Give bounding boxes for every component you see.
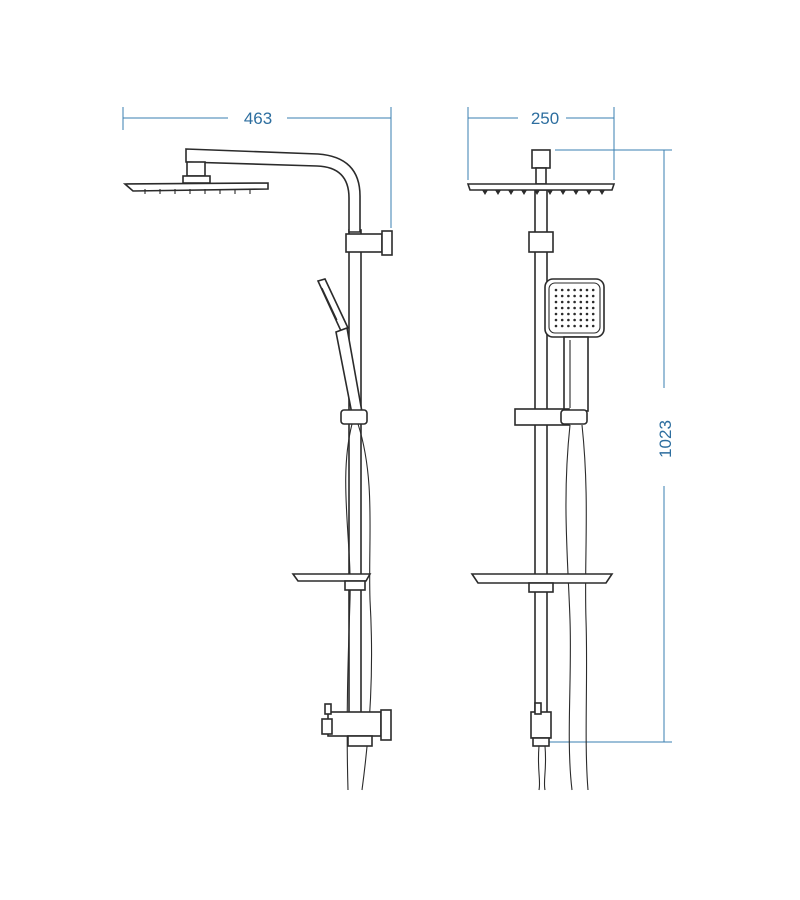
nozzle-dot	[560, 300, 564, 304]
nozzle-dot	[554, 318, 558, 322]
nozzle-dot	[573, 312, 576, 316]
diverter-knob-side	[321, 718, 333, 735]
riser-pipe-front	[534, 189, 548, 743]
nozzle-dot	[567, 300, 570, 304]
nozzle-dot	[591, 324, 595, 328]
nozzle-dot	[554, 294, 558, 298]
head-neck-front	[535, 167, 547, 185]
wall-plate-lower	[380, 709, 392, 741]
nozzle-dot	[560, 288, 564, 292]
nozzle-dot	[567, 324, 570, 328]
nozzle-dot	[573, 318, 576, 322]
slider-holder-side	[340, 409, 368, 425]
nozzle-dot	[560, 318, 564, 322]
nozzle-dot	[591, 288, 595, 292]
dimension-height: 1023	[548, 149, 675, 743]
nozzle-dot	[591, 312, 595, 316]
nozzle-dot	[554, 300, 558, 304]
hose-outlet-side	[347, 735, 373, 747]
nozzle-dot	[554, 288, 558, 292]
diverter-knob-front	[534, 702, 542, 715]
hand-shower-nozzles	[554, 288, 595, 328]
nozzle-dot	[567, 288, 570, 292]
dimension-side-width: 463	[122, 107, 392, 228]
nozzle-dot	[560, 306, 564, 310]
head-base	[182, 175, 211, 184]
height-label: 1023	[656, 420, 675, 458]
nozzle-dot	[567, 312, 570, 316]
nozzle-dot	[591, 306, 595, 310]
diverter-stem-side	[324, 703, 332, 715]
nozzle-dot	[567, 318, 570, 322]
upper-wall-bracket	[345, 233, 383, 253]
nozzle-dot	[554, 312, 558, 316]
diverter-body-front	[530, 711, 552, 739]
nozzle-dot	[585, 288, 589, 292]
nozzle-dot	[585, 306, 589, 310]
shower-head-plate-side	[122, 182, 269, 192]
diverter-body-side	[327, 711, 382, 737]
nozzle-dot	[554, 306, 558, 310]
wall-plate-upper	[381, 230, 393, 256]
hose-front-right	[581, 424, 589, 791]
nozzle-dot	[554, 324, 558, 328]
hose-front-left	[565, 424, 573, 791]
shower-side-view	[122, 148, 393, 791]
shower-head-plate-front	[466, 183, 616, 191]
hand-shower-handle-front	[563, 336, 589, 412]
nozzle-dot	[585, 324, 589, 328]
nozzle-dot	[573, 324, 576, 328]
nozzle-dot	[573, 288, 576, 292]
nozzle-dot	[567, 306, 570, 310]
nozzle-dot	[579, 306, 583, 310]
nozzle-dot	[579, 294, 583, 298]
shelf-front	[470, 573, 614, 584]
riser-pipe	[348, 229, 362, 741]
nozzle-dot	[573, 300, 576, 304]
nozzle-dot	[585, 294, 589, 298]
nozzle-dot	[579, 324, 583, 328]
nozzle-dot	[567, 294, 570, 298]
nozzle-dot	[579, 300, 583, 304]
shelf-clamp-front	[528, 582, 554, 593]
nozzle-dot	[579, 312, 583, 316]
nozzle-dot	[560, 294, 564, 298]
upper-bracket-front	[528, 231, 554, 253]
hose-outlet-front	[532, 737, 550, 747]
head-connector	[186, 161, 206, 177]
nozzle-dot	[585, 312, 589, 316]
hand-shower-head-side	[316, 278, 350, 333]
nozzle-dot	[560, 312, 564, 316]
slider-cradle-front	[560, 409, 588, 425]
nozzle-dot	[585, 300, 589, 304]
shelf-side	[291, 573, 372, 582]
nozzle-dot	[573, 294, 576, 298]
nozzle-dot	[573, 306, 576, 310]
dimension-front-width: 250	[467, 107, 615, 180]
nozzle-dot	[560, 324, 564, 328]
nozzle-dot	[591, 318, 595, 322]
overhead-arm	[185, 148, 361, 233]
shelf-clamp-side	[344, 580, 366, 591]
nozzle-dot	[585, 318, 589, 322]
nozzle-dot	[591, 294, 595, 298]
side-width-label: 463	[244, 109, 272, 128]
head-swivel-front	[531, 149, 551, 169]
nozzle-dot	[579, 318, 583, 322]
shower-front-view	[466, 149, 616, 791]
nozzle-dot	[579, 288, 583, 292]
front-width-label: 250	[531, 109, 559, 128]
nozzle-dot	[591, 300, 595, 304]
